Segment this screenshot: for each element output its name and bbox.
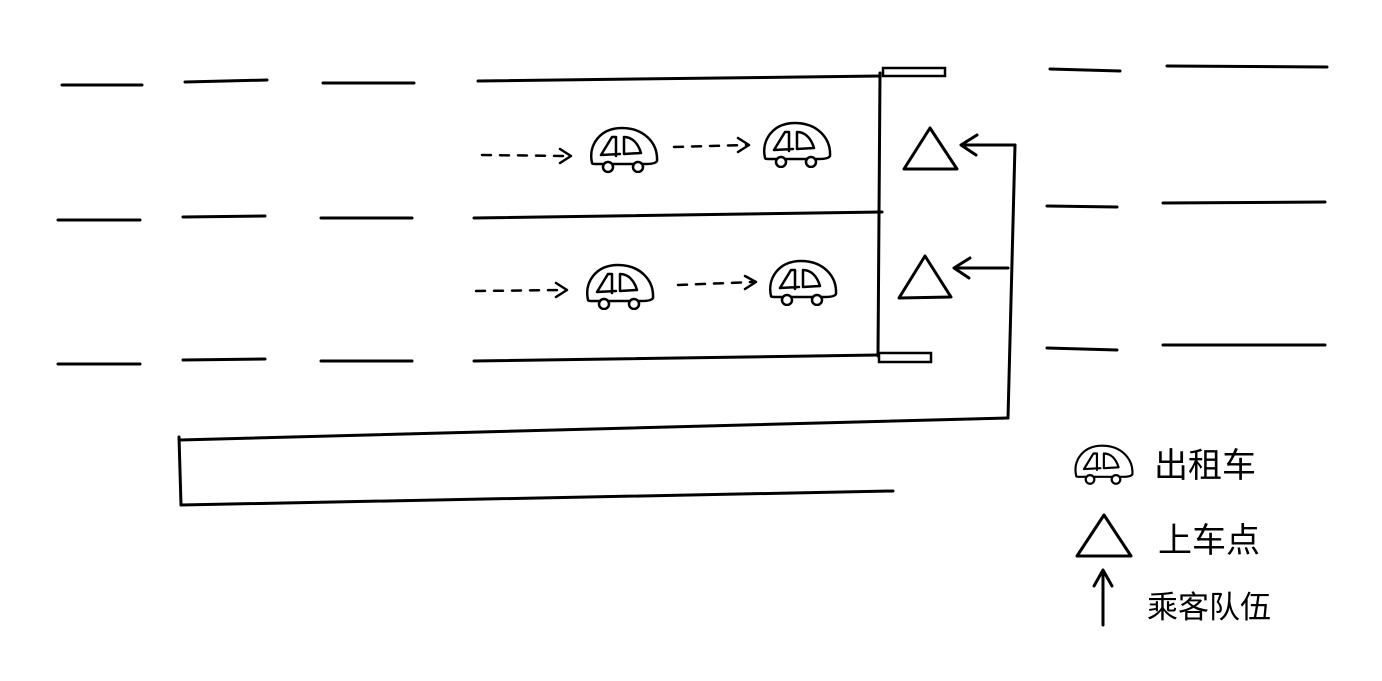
- pickup-point-triangle-bottom: [897, 254, 953, 300]
- passenger-queue: [177, 133, 1017, 507]
- lane-row-top: [60, 74, 882, 87]
- legend-up-arrow-icon: [1092, 568, 1114, 627]
- curb-marker-bottom: [877, 351, 933, 364]
- legend-triangle-icon: [1075, 513, 1133, 558]
- pickup-boundary-line: [876, 71, 882, 358]
- lane-marking-dash: [1045, 204, 1119, 209]
- legend-taxi-label: 出租车: [1154, 446, 1256, 486]
- curb-marker-top: [881, 66, 947, 78]
- taxi-icon: [589, 126, 659, 173]
- lane-row-bottom: [56, 353, 880, 366]
- passenger-queue-line: [1006, 143, 1017, 420]
- passenger-queue-line: [178, 416, 1010, 442]
- legend-item-passenger-queue: 乘客队伍: [1092, 568, 1271, 627]
- pickup-point-triangle-top: [902, 126, 959, 171]
- taxi-icon: [768, 259, 838, 306]
- lane-row-middle: [56, 210, 884, 222]
- taxi-motion-arrow: [480, 147, 573, 165]
- taxi-motion-arrow: [474, 281, 569, 299]
- legend-item-pickup-point: 上车点: [1075, 513, 1260, 561]
- legend-passenger-queue-label: 乘客队伍: [1147, 590, 1271, 626]
- lane-marking-dash: [1045, 346, 1119, 352]
- taxi-icon: [762, 121, 832, 168]
- right-lane-markings: [1045, 64, 1329, 352]
- legend-item-taxi: 出租车: [1074, 444, 1256, 486]
- taxi-motion-arrow: [676, 274, 758, 291]
- legend: 出租车 上车点 乘客队伍: [1074, 444, 1271, 627]
- lane-marking-dash: [1165, 64, 1329, 69]
- passenger-queue-line: [179, 489, 895, 507]
- lane-marking-dash: [183, 78, 269, 84]
- lane-marking-dash: [181, 357, 267, 362]
- legend-taxi-icon: [1074, 444, 1134, 485]
- lane-divider-line: [472, 210, 884, 220]
- taxi-icon: [585, 263, 655, 310]
- taxi-motion-arrow: [672, 136, 751, 154]
- lane-marking-dash: [1161, 200, 1327, 205]
- passenger-queue-line: [177, 435, 183, 507]
- legend-pickup-point-label: 上车点: [1158, 521, 1260, 561]
- passenger-queue-arrow-bottom: [952, 256, 1010, 280]
- passenger-queue-arrow-top: [959, 133, 1017, 157]
- lane-divider-line: [476, 74, 882, 83]
- lane-divider-line: [472, 353, 880, 363]
- lane-marking-dash: [1048, 67, 1122, 73]
- lane-marking-dash: [181, 214, 267, 219]
